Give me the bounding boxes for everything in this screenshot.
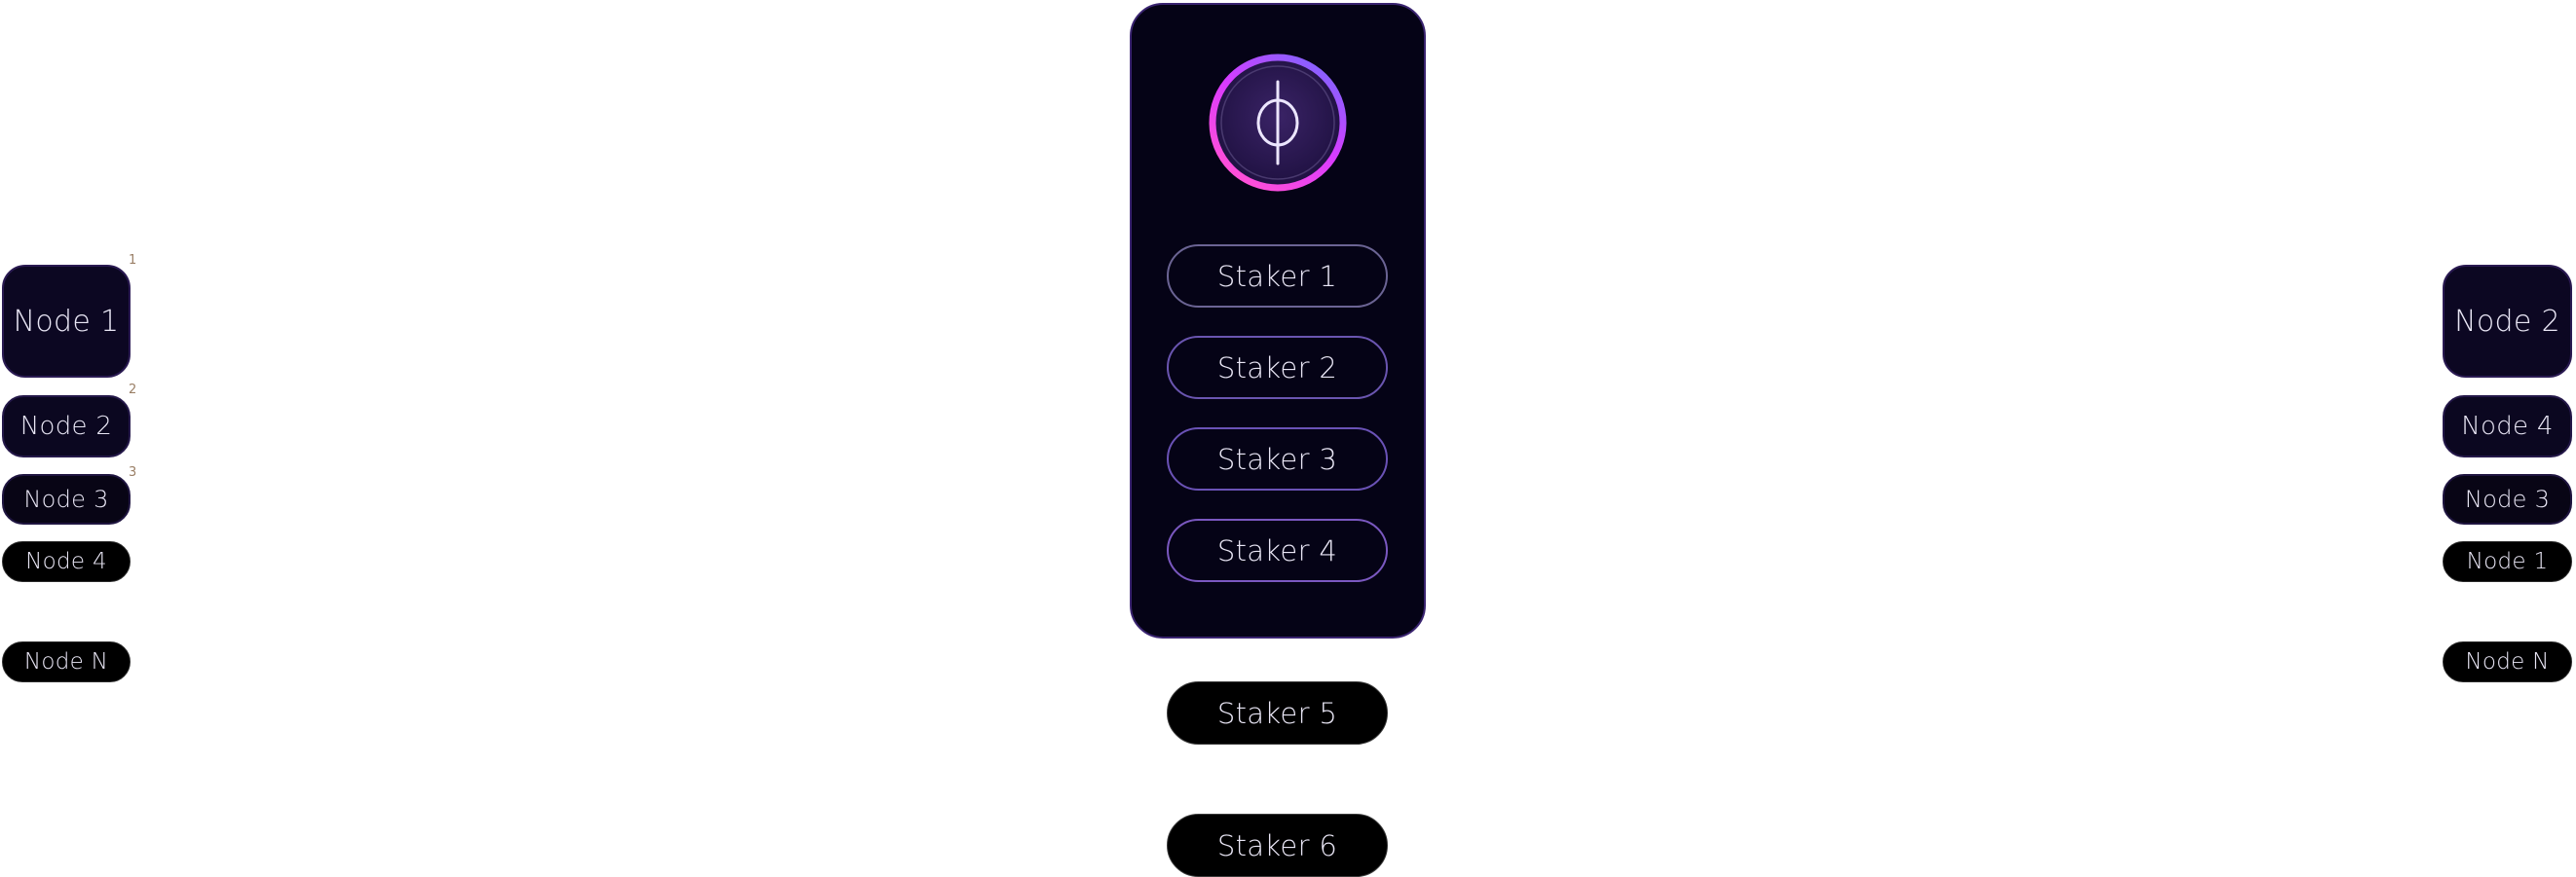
node-label: Node 2	[19, 412, 113, 441]
right-node-4: Node 4	[2443, 395, 2572, 457]
node-label: Node 1	[13, 304, 120, 339]
node-label: Node 2	[2454, 304, 2560, 339]
staker-label: Staker 3	[1216, 442, 1338, 476]
right-node-3: Node 3	[2443, 474, 2572, 525]
left-node-3: Node 3	[2, 474, 131, 525]
staker-label: Staker 2	[1216, 350, 1338, 384]
node-label: Node 3	[2464, 486, 2551, 513]
left-node-2: Node 2	[2, 395, 131, 457]
node-label: Node 4	[2461, 412, 2554, 441]
rank-marker: 2	[129, 383, 137, 397]
staker-5: Staker 5	[1167, 681, 1388, 745]
staker-6: Staker 6	[1167, 814, 1388, 877]
staker-4: Staker 4	[1167, 519, 1388, 582]
right-node-n: Node N	[2443, 641, 2572, 682]
right-node-2: Node 2	[2443, 265, 2572, 378]
node-label: Node N	[2465, 649, 2550, 675]
node-label: Node 3	[23, 486, 109, 513]
node-label: Node 1	[2466, 549, 2549, 574]
left-node-1: Node 1	[2, 265, 131, 378]
staker-label: Staker 4	[1216, 533, 1338, 567]
staker-1: Staker 1	[1167, 244, 1388, 308]
rank-marker: 1	[129, 253, 137, 268]
rank-marker: 3	[129, 465, 137, 480]
node-label: Node 4	[25, 549, 107, 574]
phi-symbol-icon	[1209, 54, 1347, 192]
staker-3: Staker 3	[1167, 427, 1388, 491]
staker-2: Staker 2	[1167, 336, 1388, 399]
staker-label: Staker 5	[1216, 696, 1338, 730]
staker-label: Staker 6	[1216, 828, 1338, 862]
node-label: Node N	[23, 649, 109, 675]
staker-label: Staker 1	[1216, 259, 1338, 293]
left-node-n: Node N	[2, 641, 131, 682]
right-node-1: Node 1	[2443, 541, 2572, 582]
left-node-4: Node 4	[2, 541, 131, 582]
